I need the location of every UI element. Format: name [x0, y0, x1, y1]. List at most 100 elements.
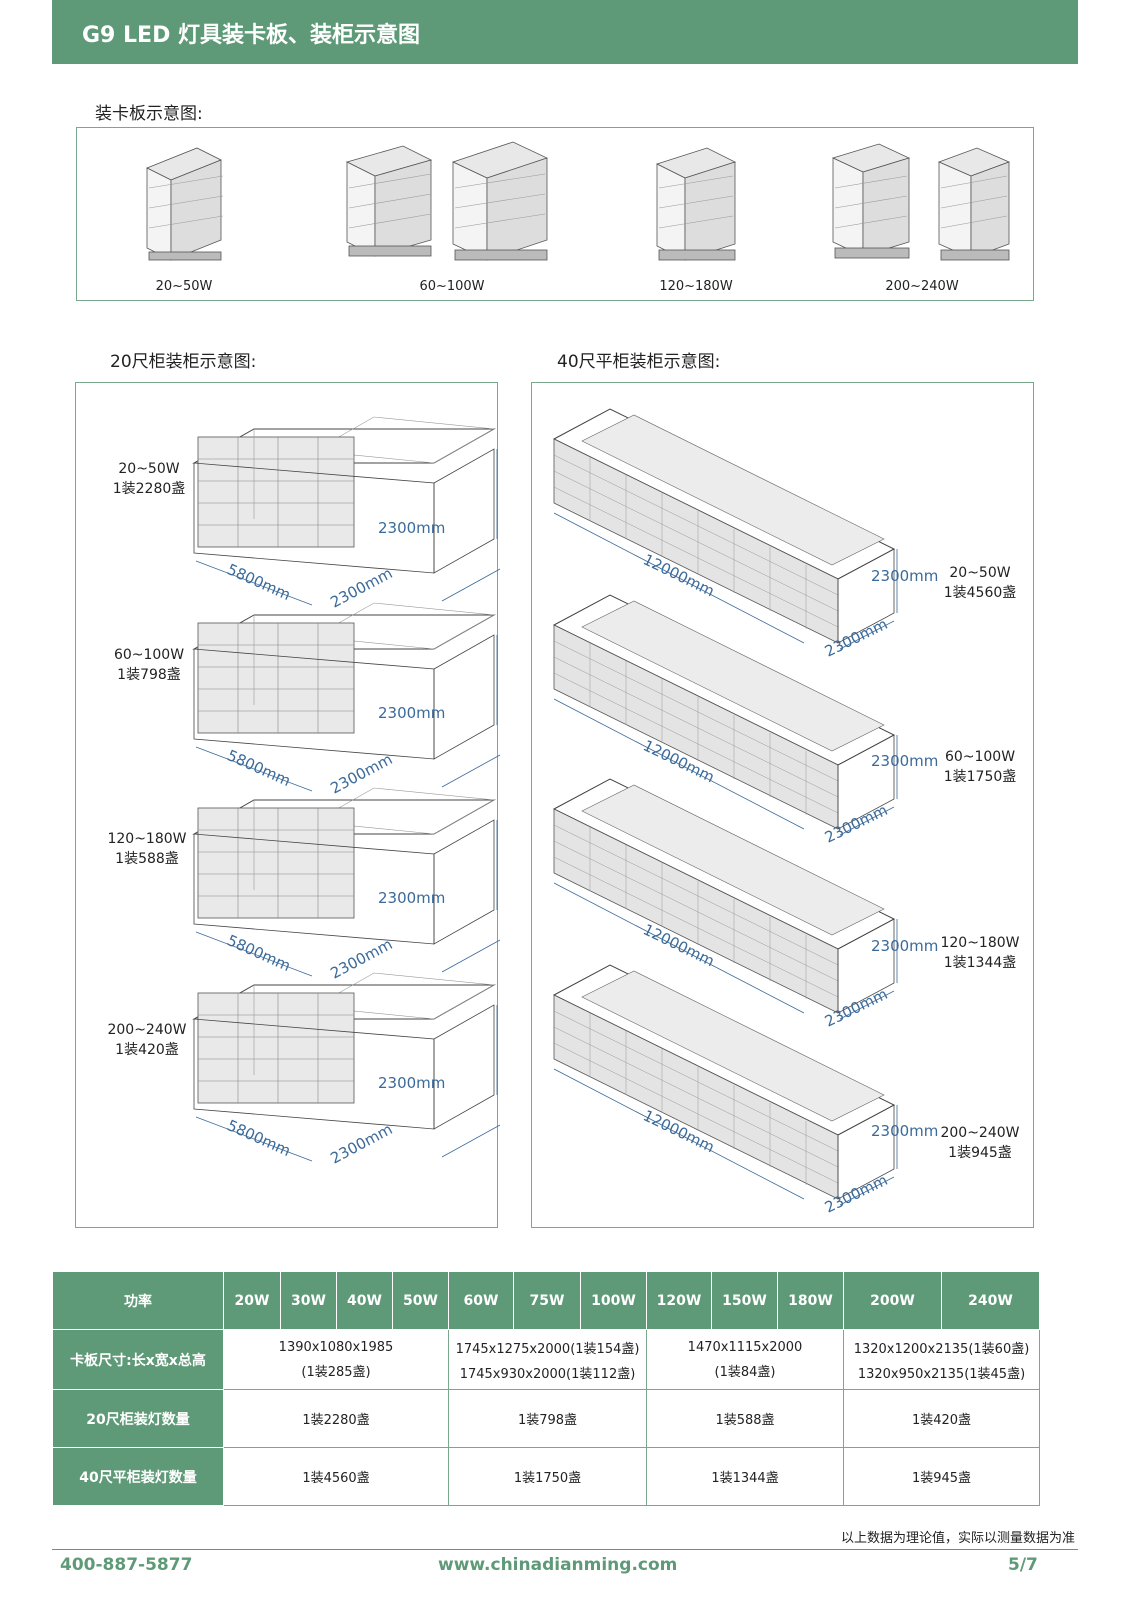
power-cell: 180W	[777, 1271, 844, 1330]
pallet-stack	[345, 145, 433, 257]
page-title: G9 LED 灯具装卡板、装柜示意图	[82, 23, 420, 48]
cell-line: 1320x950x2135(1装45盏)	[857, 1366, 1026, 1382]
row-label: 卡板尺寸:长x宽x总高	[52, 1329, 224, 1390]
height-dimension: 2300mm	[378, 519, 445, 537]
page-header: G9 LED 灯具装卡板、装柜示意图	[52, 0, 1078, 64]
table-row: 20尺柜装灯数量 1装2280盏 1装798盏 1装588盏 1装420盏	[52, 1389, 1040, 1448]
pallet-label: 60~100W	[419, 279, 485, 294]
pallet-section-title: 装卡板示意图:	[95, 104, 203, 124]
quantity: 1装1344盏	[943, 955, 1017, 971]
quantity: 1装798盏	[117, 667, 181, 683]
cell-line: (1装285盏)	[301, 1364, 371, 1380]
power-cell: 150W	[711, 1271, 778, 1330]
power-cell: 240W	[941, 1271, 1040, 1330]
power-range: 60~100W	[944, 749, 1016, 765]
pallet-stack	[451, 141, 549, 261]
pallet-label: 120~180W	[659, 279, 733, 294]
pallet-label: 20~50W	[155, 279, 213, 294]
power-range: 200~240W	[107, 1022, 187, 1038]
table-row: 卡板尺寸:长x宽x总高 1390x1080x1985 (1装285盏) 1745…	[52, 1329, 1040, 1390]
pallet-stack	[146, 147, 222, 261]
width-dimension: 2300mm	[327, 750, 395, 798]
pallet-panel: 20~50W 60~100W 120~180W 200~240W	[76, 127, 1034, 301]
footer-page-number: 5/7	[1008, 1555, 1038, 1575]
container20-item-label: 20~50W 1装2280盏	[104, 459, 194, 499]
cell-line: 1745x930x2000(1装112盏)	[459, 1366, 636, 1382]
width-dimension: 2300mm	[327, 935, 395, 983]
container40-item-label: 60~100W 1装1750盏	[934, 747, 1026, 787]
container40-item-label: 200~240W 1装945盏	[934, 1123, 1026, 1163]
table-cell: 1装2280盏	[223, 1389, 449, 1448]
table-cell: 1装4560盏	[223, 1447, 449, 1506]
table-cell: 1装588盏	[646, 1389, 844, 1448]
footer-website: www.chinadianming.com	[438, 1555, 678, 1575]
table-cell: 1装798盏	[448, 1389, 647, 1448]
length-dimension: 5800mm	[224, 1116, 293, 1160]
spec-table: 功率 20W 30W 40W 50W 60W 75W 100W 120W 150…	[52, 1271, 1040, 1506]
container20-item-label: 60~100W 1装798盏	[104, 645, 194, 685]
power-cell: 30W	[280, 1271, 337, 1330]
pallet-stack	[655, 147, 737, 261]
width-dimension: 2300mm	[327, 1120, 395, 1168]
pallet-illustrations	[146, 141, 1011, 261]
table-cell: 1745x1275x2000(1装154盏) 1745x930x2000(1装1…	[448, 1329, 647, 1390]
height-dimension: 2300mm	[871, 1122, 938, 1140]
container20-illustrations: 5800mm 2300mm 2300mm 5800mm 2300mm 2300m…	[193, 416, 501, 1168]
power-range: 20~50W	[118, 461, 180, 477]
height-dimension: 2300mm	[378, 704, 445, 722]
quantity: 1装420盏	[115, 1042, 179, 1058]
row-label: 20尺柜装灯数量	[52, 1389, 224, 1448]
table-cell: 1装1344盏	[646, 1447, 844, 1506]
length-dimension: 5800mm	[224, 931, 293, 975]
power-range: 60~100W	[113, 647, 185, 663]
table-cell: 1390x1080x1985 (1装285盏)	[223, 1329, 449, 1390]
power-cell: 60W	[448, 1271, 514, 1330]
power-cell: 75W	[513, 1271, 581, 1330]
length-dimension: 5800mm	[224, 746, 293, 790]
footer-phone: 400-887-5877	[60, 1555, 193, 1575]
power-cell: 40W	[336, 1271, 393, 1330]
cell-line: 1390x1080x1985	[278, 1339, 394, 1355]
power-range: 200~240W	[940, 1125, 1020, 1141]
footer-divider	[52, 1549, 1078, 1550]
cell-line: 1470x1115x2000	[687, 1339, 803, 1355]
table-cell: 1装420盏	[843, 1389, 1040, 1448]
power-cell: 100W	[580, 1271, 647, 1330]
height-dimension: 2300mm	[871, 567, 938, 585]
table-cell: 1装945盏	[843, 1447, 1040, 1506]
height-dimension: 2300mm	[871, 937, 938, 955]
row-label: 40尺平柜装灯数量	[52, 1447, 224, 1506]
quantity: 1装588盏	[115, 851, 179, 867]
power-range: 20~50W	[949, 565, 1011, 581]
quantity: 1装945盏	[948, 1145, 1012, 1161]
container40-item-label: 120~180W 1装1344盏	[934, 933, 1026, 973]
power-cell: 20W	[223, 1271, 281, 1330]
container40-section-title: 40尺平柜装柜示意图:	[557, 352, 721, 372]
container40-panel: 12000mm 2300mm 2300mm 12000mm 2300mm 230…	[531, 382, 1034, 1228]
cell-line: (1装84盏)	[714, 1364, 776, 1380]
quantity: 1装4560盏	[943, 585, 1017, 601]
height-dimension: 2300mm	[378, 889, 445, 907]
cell-line: 1320x1200x2135(1装60盏)	[853, 1341, 1030, 1357]
power-range: 120~180W	[107, 831, 187, 847]
container40-item-label: 20~50W 1装4560盏	[934, 563, 1026, 603]
cell-line: 1745x1275x2000(1装154盏)	[455, 1341, 640, 1357]
table-cell: 1装1750盏	[448, 1447, 647, 1506]
height-dimension: 2300mm	[871, 752, 938, 770]
power-cell: 200W	[843, 1271, 942, 1330]
container20-item-label: 200~240W 1装420盏	[100, 1020, 194, 1060]
quantity: 1装1750盏	[943, 769, 1017, 785]
power-cell: 120W	[646, 1271, 712, 1330]
table-cell: 1320x1200x2135(1装60盏) 1320x950x2135(1装45…	[843, 1329, 1040, 1390]
power-cell: 50W	[392, 1271, 449, 1330]
quantity: 1装2280盏	[112, 481, 186, 497]
height-dimension: 2300mm	[378, 1074, 445, 1092]
table-row: 40尺平柜装灯数量 1装4560盏 1装1750盏 1装1344盏 1装945盏	[52, 1447, 1040, 1506]
container20-section-title: 20尺柜装柜示意图:	[110, 352, 257, 372]
table-header-row: 功率 20W 30W 40W 50W 60W 75W 100W 120W 150…	[52, 1271, 1040, 1330]
power-range: 120~180W	[940, 935, 1020, 951]
pallet-stack	[831, 143, 911, 259]
pallet-stack	[937, 147, 1011, 261]
length-dimension: 5800mm	[224, 560, 293, 604]
container20-item-label: 120~180W 1装588盏	[100, 829, 194, 869]
